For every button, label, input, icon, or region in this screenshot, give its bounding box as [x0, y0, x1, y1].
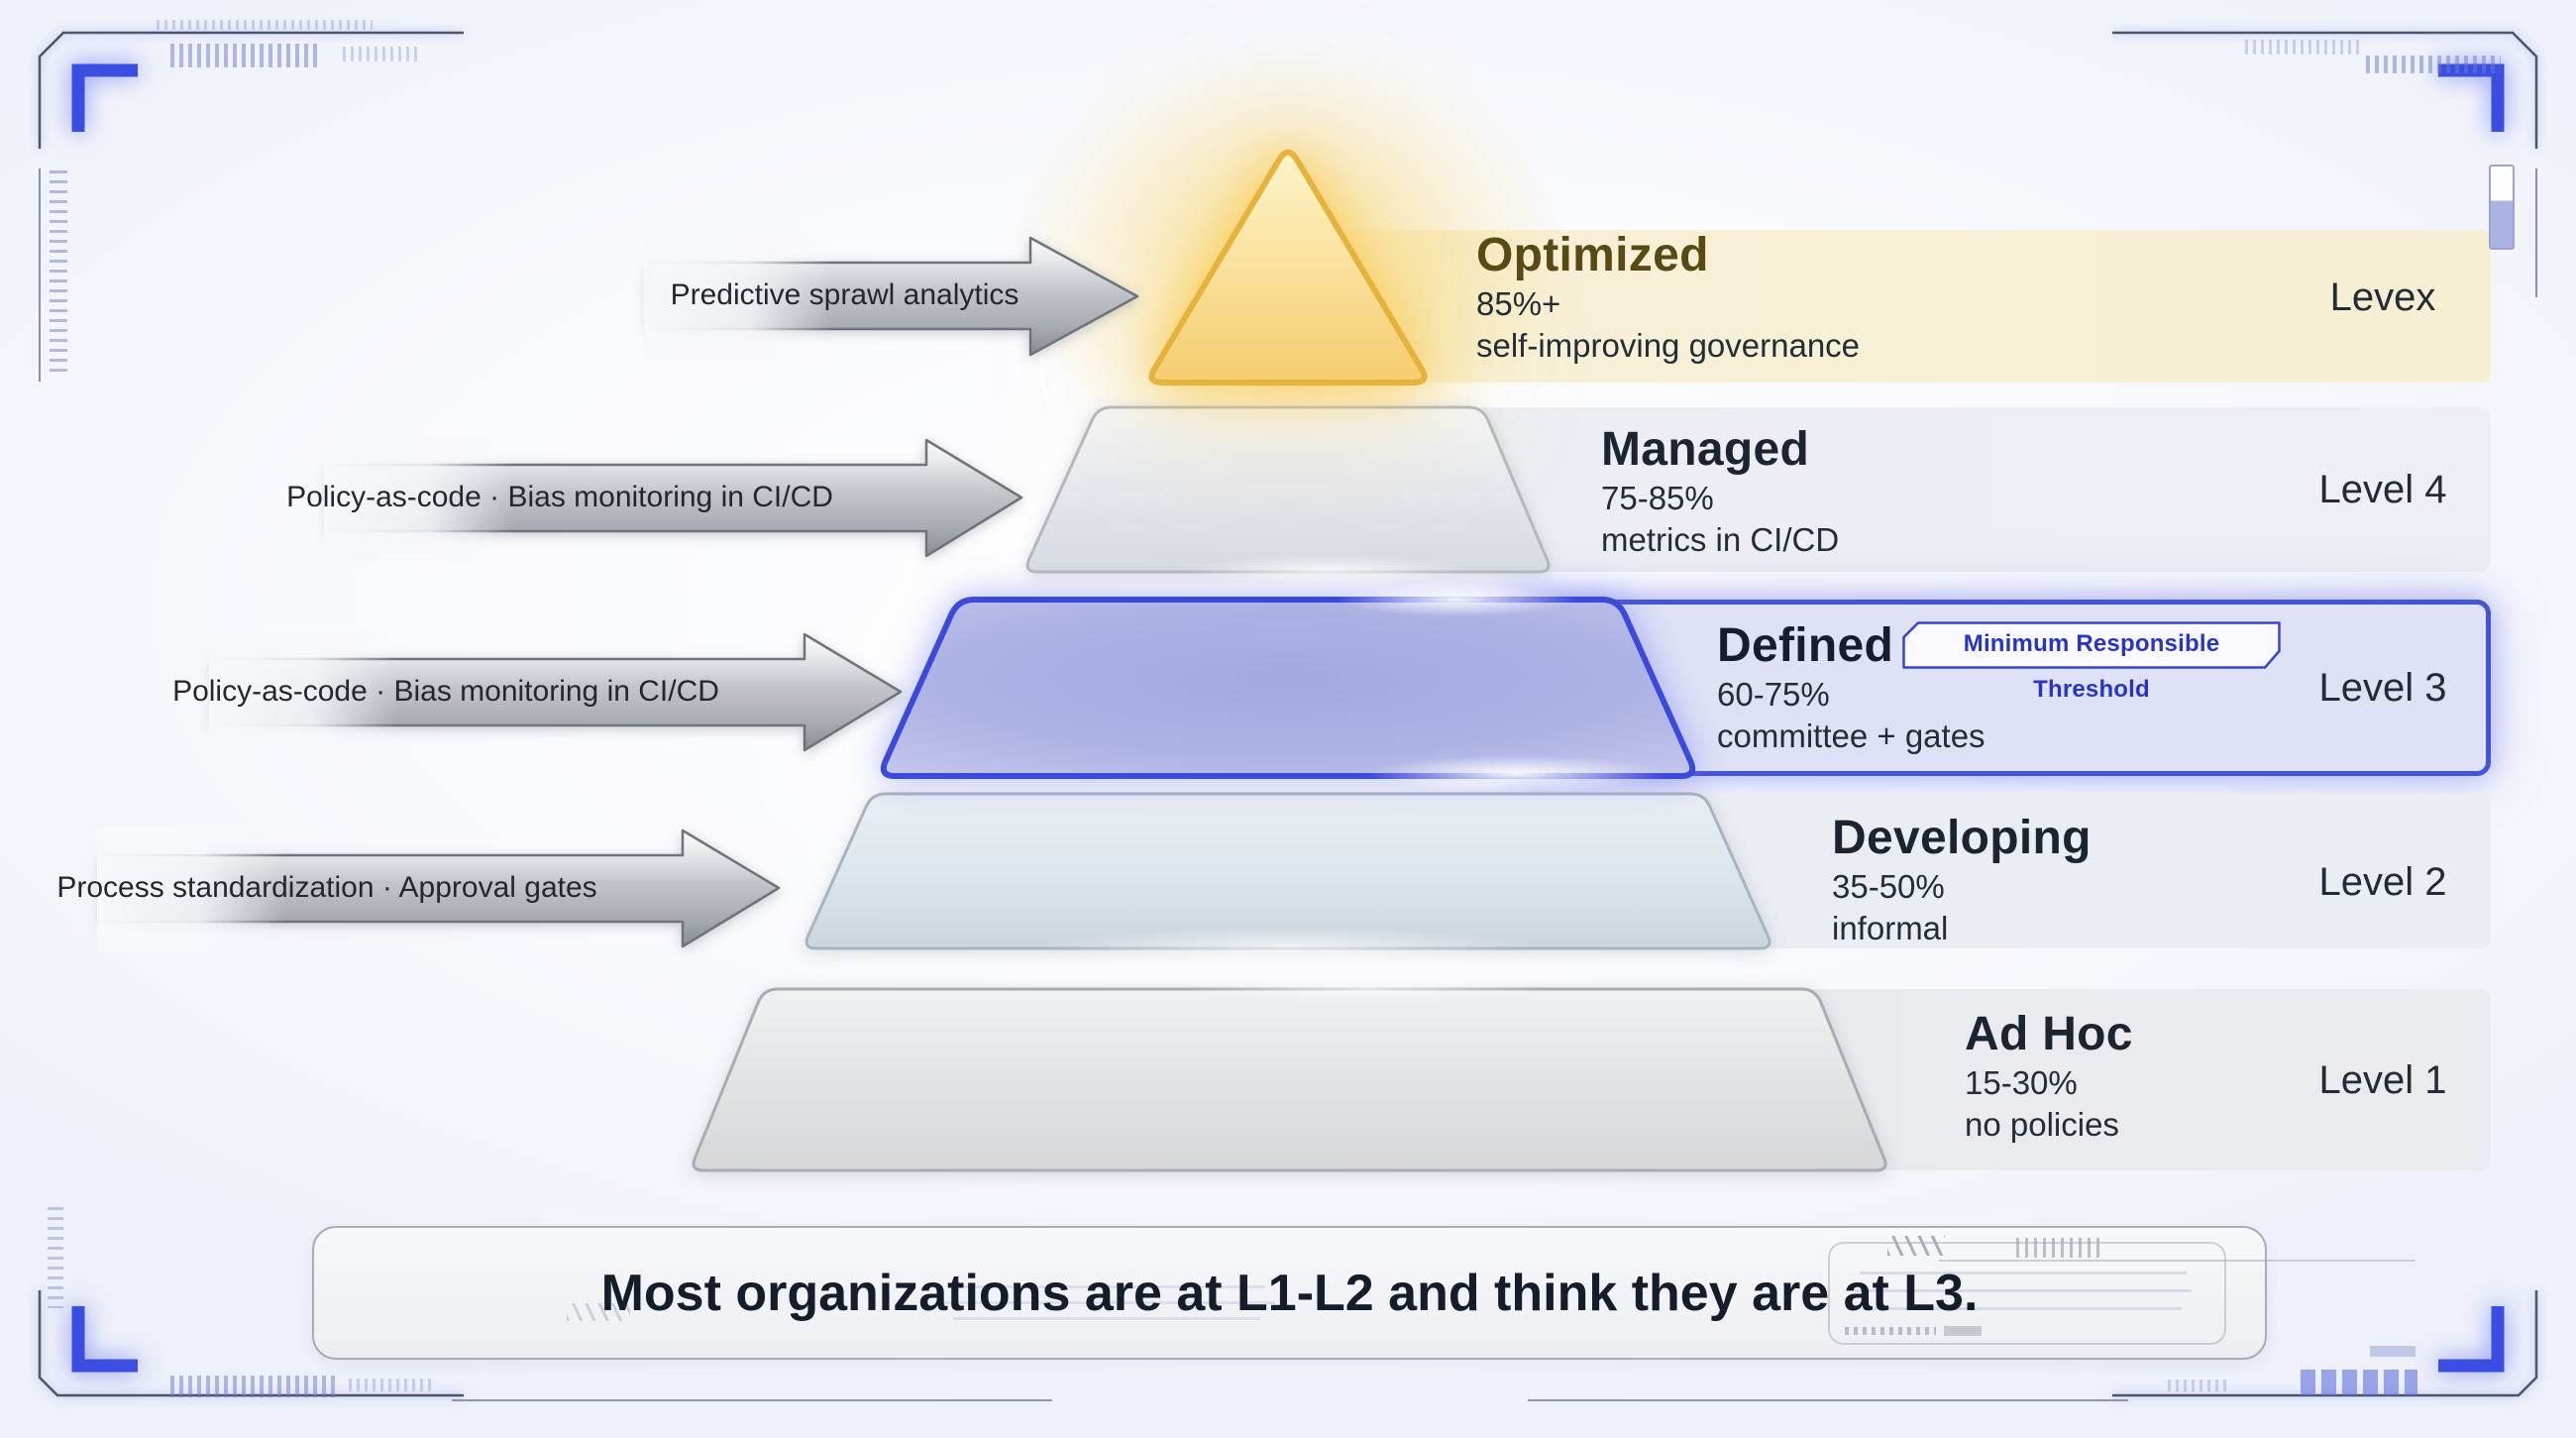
footer-frame-deco	[1828, 1242, 2226, 1345]
hud-barcode	[2366, 55, 2501, 73]
level-title-adhoc: Ad Hoc	[1965, 1008, 2133, 1060]
corner-blue-bracket-icon	[71, 1306, 138, 1373]
arrow-managed-fade	[324, 436, 512, 561]
level-range-defined: 60-75%	[1717, 676, 1830, 713]
footer-microline	[1855, 1289, 2192, 1292]
level-desc-defined: committee + gates	[1717, 718, 1986, 754]
hud-ruler-ticks	[48, 1207, 63, 1308]
level-title-optimized: Optimized	[1476, 229, 1709, 281]
hud-barcode	[343, 47, 420, 61]
level-range-managed: 75-85%	[1601, 480, 1714, 516]
arrow-defined-fade	[209, 630, 397, 755]
hud-barcode	[170, 44, 321, 67]
hud-microtext-strip	[157, 20, 373, 30]
footer-microline	[1860, 1272, 2187, 1274]
level-label-developing: Level 2	[2318, 860, 2447, 904]
footer-dash-deco	[1845, 1327, 1936, 1335]
footer-rect-deco	[1944, 1326, 1982, 1336]
corner-blue-bracket-icon	[71, 63, 138, 132]
hud-baseline	[1528, 1399, 2128, 1401]
footer-microline	[948, 1285, 1265, 1288]
corner-blue-bracket-icon	[2438, 63, 2505, 132]
footer-message: Most organizations are at L1-L2 and thin…	[600, 1264, 1979, 1322]
hud-barcode	[349, 1379, 432, 1391]
level-block-adhoc: Ad Hoc 15-30% no policies	[1965, 1007, 2133, 1146]
arrow-label-defined: Policy-as-code · Bias monitoring in CI/C…	[172, 675, 719, 708]
level-range-adhoc: 15-30%	[1965, 1064, 2078, 1101]
level-desc-developing: informal	[1832, 910, 1949, 946]
level-range-optimized: 85%+	[1476, 285, 1561, 322]
arrow-label-managed: Policy-as-code · Bias monitoring in CI/C…	[286, 481, 833, 513]
level-label-defined: Level 3	[2318, 666, 2447, 710]
footer-microline	[953, 1317, 1260, 1320]
arrow-label-optimized: Predictive sprawl analytics	[670, 278, 1020, 311]
hud-blue-blocks	[2301, 1370, 2417, 1395]
hud-ruler-ticks	[50, 170, 67, 374]
level-block-developing: Developing 35-50% informal	[1832, 811, 2092, 949]
level-title-managed: Managed	[1601, 423, 1810, 476]
footer-microline	[1865, 1307, 2182, 1310]
hud-rect	[2370, 1346, 2415, 1357]
level-label-managed: Level 4	[2318, 468, 2447, 511]
level-label-optimized: Levex	[2329, 276, 2436, 319]
footer-slash-deco	[1887, 1236, 1945, 1256]
hud-gauge	[2489, 165, 2515, 250]
level-title-developing: Developing	[1832, 812, 2092, 864]
level-desc-managed: metrics in CI/CD	[1601, 521, 1840, 558]
level-block-managed: Managed 75-85% metrics in CI/CD	[1601, 422, 1839, 561]
footer-left-slash-deco	[567, 1303, 630, 1321]
corner-line-icon	[2112, 31, 2538, 149]
footer-banner: Most organizations are at L1-L2 and thin…	[312, 1226, 2415, 1360]
minimum-threshold-badge: Minimum Responsible Threshold	[1902, 621, 2281, 703]
arrow-label-developing: Process standardization · Approval gates	[56, 871, 597, 904]
corner-blue-bracket-icon	[2438, 1306, 2505, 1373]
arrow-developing-fade	[97, 827, 285, 951]
corner-line-icon	[2112, 1290, 2538, 1397]
corner-bottom-right	[2112, 1290, 2538, 1397]
level-desc-optimized: self-improving governance	[1476, 327, 1861, 364]
badge-label: Minimum Responsible Threshold	[1963, 630, 2220, 703]
corner-top-left	[38, 31, 464, 382]
hud-baseline	[452, 1399, 1052, 1401]
level-desc-adhoc: no policies	[1965, 1106, 2119, 1143]
hud-barcode	[2245, 40, 2362, 55]
level-range-developing: 35-50%	[1832, 868, 1945, 905]
level-label-adhoc: Level 1	[2318, 1058, 2447, 1102]
footer-microline	[938, 1301, 1275, 1304]
footer-line-deco	[1939, 1260, 2415, 1262]
hud-barcode	[2168, 1380, 2231, 1391]
hud-barcode	[170, 1376, 337, 1397]
level-block-optimized: Optimized 85%+ self-improving governance	[1476, 228, 1860, 367]
corner-line-icon	[38, 31, 464, 149]
